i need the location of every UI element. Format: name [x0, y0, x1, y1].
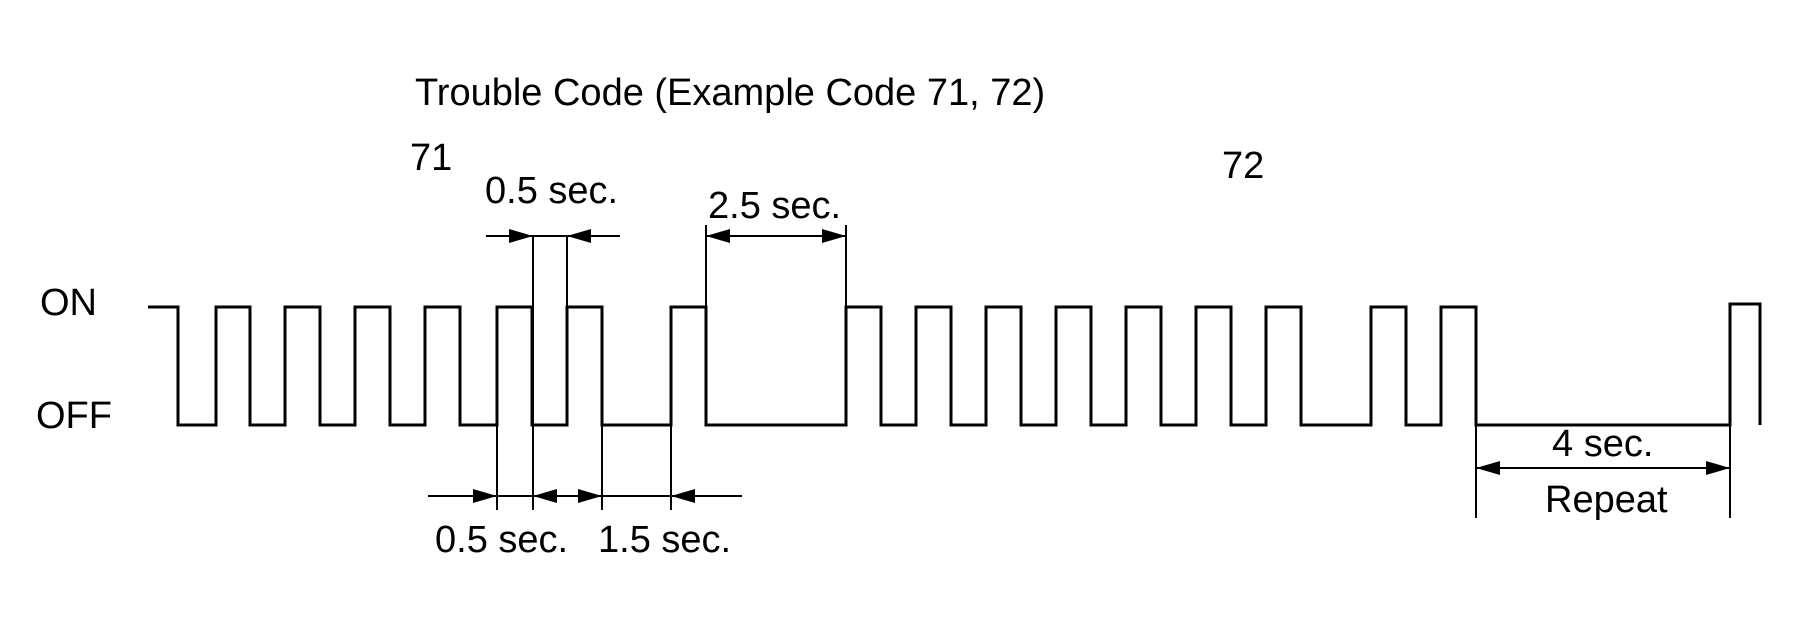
arrow-left-icon: [1476, 461, 1500, 475]
label-repeat: Repeat: [1545, 479, 1668, 521]
label-repeat-gap: 4 sec.: [1552, 423, 1653, 465]
arrow-right-icon: [822, 229, 846, 243]
arrow-left-icon: [533, 489, 557, 503]
arrow-right-icon: [509, 229, 533, 243]
arrow-left-icon: [567, 229, 591, 243]
arrow-right-icon: [473, 489, 497, 503]
code-label-71: 71: [410, 137, 452, 179]
label-code-gap: 2.5 sec.: [708, 185, 841, 227]
on-level-label: ON: [40, 282, 97, 324]
arrow-right-icon: [1706, 461, 1730, 475]
label-off-duration: 0.5 sec.: [435, 519, 568, 561]
blink-waveform: [148, 302, 1762, 427]
arrow-right-icon: [578, 489, 602, 503]
arrow-left-icon: [671, 489, 695, 503]
off-level-label: OFF: [36, 395, 112, 437]
diagram-title: Trouble Code (Example Code 71, 72): [415, 72, 1045, 114]
arrow-left-icon: [706, 229, 730, 243]
label-digit-gap: 1.5 sec.: [598, 519, 731, 561]
label-on-duration: 0.5 sec.: [485, 170, 618, 212]
code-label-72: 72: [1222, 145, 1264, 187]
